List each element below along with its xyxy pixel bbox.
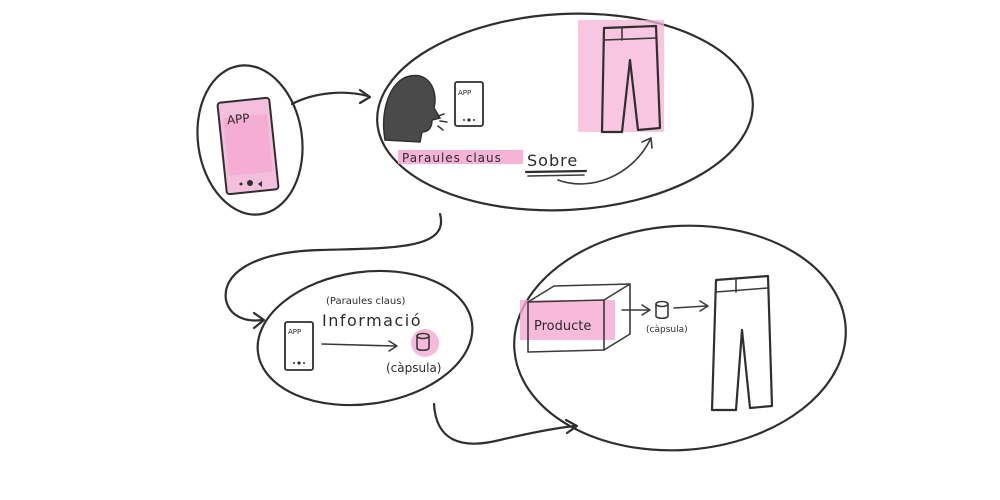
speaking-head-icon <box>383 74 448 143</box>
arrow-voice-to-info <box>224 212 443 322</box>
sobre-underline <box>524 169 588 174</box>
smartphone-icon: APP <box>454 81 484 127</box>
arrow-icon <box>358 88 372 105</box>
bubble-app <box>196 64 304 216</box>
arrow-app-to-voice <box>290 91 370 106</box>
box-icon <box>527 283 631 353</box>
bubble-info <box>256 269 474 407</box>
arrow-info-to-product <box>432 402 577 445</box>
bubble-voice <box>376 12 754 212</box>
info-label: Informació <box>322 311 422 330</box>
trousers-icon <box>710 274 774 412</box>
svg-text:APP: APP <box>458 89 471 97</box>
arrow-icon <box>641 304 651 316</box>
arrow-icon <box>564 418 579 435</box>
arrow-icon <box>699 300 709 312</box>
arrow-phone-to-capsule <box>321 343 396 347</box>
capsule-icon <box>416 332 430 352</box>
scene-app-bubble: APP <box>196 64 304 216</box>
trousers-icon <box>578 20 664 134</box>
scene-voice-bubble: APP Paraules claus Sobre <box>376 12 754 212</box>
scene-info-bubble: APP (Paraules claus) Informació (càpsula… <box>256 269 474 407</box>
arrow-icon <box>252 311 266 330</box>
product-label: Producte <box>534 319 591 334</box>
keywords-highlight <box>398 150 523 164</box>
info-phone-label: APP <box>288 328 301 336</box>
info-capsule-label: (càpsula) <box>386 361 441 375</box>
capsule-icon <box>655 300 669 320</box>
app-label: APP <box>226 111 250 127</box>
smartphone-icon <box>284 321 314 371</box>
arrow-icon <box>641 137 653 149</box>
product-highlight <box>520 300 615 340</box>
smartphone-icon <box>216 96 280 196</box>
keywords-label: Paraules claus <box>402 151 502 165</box>
keywords-note: (Paraules claus) <box>326 296 405 307</box>
bubble-product <box>513 224 847 452</box>
scene-product-bubble: Producte (càpsula) <box>513 224 847 452</box>
arrow-capsule-to-trousers <box>673 305 707 309</box>
arrow-sobre-to-trousers <box>557 139 651 185</box>
arrow-icon <box>388 340 398 352</box>
sobre-label: Sobre <box>527 151 578 170</box>
product-capsule-label: (càpsula) <box>646 325 688 335</box>
